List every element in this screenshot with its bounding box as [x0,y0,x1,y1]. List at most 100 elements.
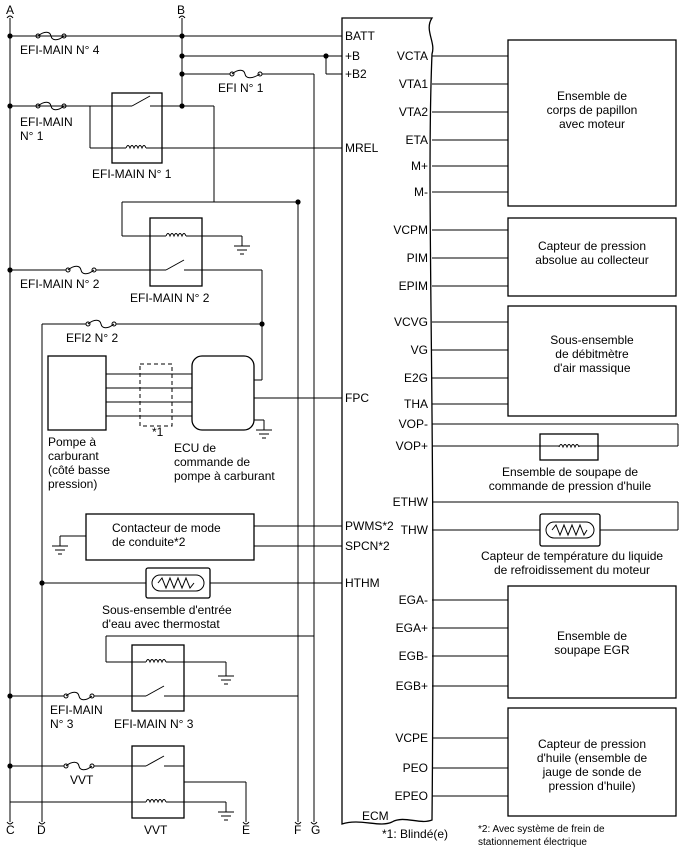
pin-eta: ETA [406,133,428,147]
pin-vop-plus: VOP+ [396,439,428,453]
drive-mode-label-1: Contacteur de mode [112,521,221,535]
fuse-label-efi-main-3-b: N° 3 [50,717,74,731]
throttle-body-label-1: Ensemble de [557,89,627,103]
fuse-label-efi-main-3-a: EFI-MAIN [50,703,103,717]
fuse-icon [63,691,95,701]
pin-fpc: FPC [345,391,369,405]
relay-switch-icon [10,755,184,767]
pin-thw: THW [401,523,429,537]
ground-icon [218,675,234,685]
maf-meter-label-2: de débitmètre [555,347,629,361]
fuse-label-vvt: VVT [70,773,94,787]
relay-label-efi-main-2: EFI-MAIN N° 2 [130,291,210,305]
relay-label-efi-main-1: EFI-MAIN N° 1 [92,167,172,181]
fuse-label-efi-1: EFI N° 1 [218,81,264,95]
thermostat-heater [145,567,211,599]
bus-lines [9,18,315,822]
pin-ethw: ETHW [393,495,429,509]
throttle-body-label-2: corps de papillon [547,103,638,117]
pin-e2g: E2G [404,371,428,385]
pin-vcpm: VCPM [393,223,428,237]
shield-mark: *1 [152,425,164,439]
footnote-epb-2: stationnement électrique [478,837,587,848]
fuse-label-efi-main-1-b: N° 1 [20,129,44,143]
pin-ega-plus: EGA+ [396,621,428,635]
pin-m-plus: M+ [411,159,428,173]
ground-icon [254,419,272,439]
fuel-pump-label-4: pression) [48,477,97,491]
coil-icon [540,444,598,449]
pin-batt: BATT [345,29,375,43]
pin-vta2: VTA2 [399,105,428,119]
maf-meter-label-1: Sous-ensemble [550,333,634,347]
oil-pressure-label-1: Capteur de pression [538,737,646,751]
map-sensor-label-1: Capteur de pression [538,239,646,253]
pin-ega-minus: EGA- [399,593,428,607]
pump-wires [106,373,192,417]
pump-ecu-label-3: pompe à carburant [174,469,275,483]
relay-efi-main-3 [131,644,185,712]
resistor-icon [151,574,205,592]
fuse-label-efi-main-1-a: EFI-MAIN [20,115,73,129]
relay-label-efi-main-3: EFI-MAIN N° 3 [114,717,194,731]
bus-label-b: B [177,3,185,17]
fuse-icon [63,761,95,771]
bus-breaks [6,15,318,825]
pin-hthm: HTHM [345,576,380,590]
relay-coil-icon [106,659,227,676]
fuel-pump-label-2: carburant [48,449,99,463]
pin-egb-plus: EGB+ [396,679,428,693]
fuse-icon [35,101,67,111]
bus-label-a: A [6,3,14,17]
coolant-sensor-label-1: Capteur de température du liquide [481,549,663,563]
pin-epeo: EPEO [395,789,428,803]
fuse-icon [35,31,67,41]
bus-label-e: E [242,823,250,837]
coolant-sensor-label-2: de refroidissement du moteur [494,563,650,577]
relay-coil-icon [10,799,227,812]
maf-meter [507,305,677,417]
drive-mode-switch [85,513,255,561]
pin-peo: PEO [403,761,428,775]
relay-efi-main-2 [149,217,203,287]
pin-plus-b2: +B2 [345,67,367,81]
shield-dashed-box [139,363,173,427]
map-sensor [507,217,677,297]
ground-icon [52,536,68,555]
pin-m-minus: M- [414,185,428,199]
power-wires [10,35,342,203]
map-sensor-label-2: absolue au collecteur [535,253,648,267]
egr-valve [507,585,677,699]
relay-vvt [131,745,185,819]
oil-control-valve-label-1: Ensemble de soupape de [502,465,638,479]
bus-label-c: C [6,823,15,837]
pin-mrel: MREL [345,141,379,155]
fuel-pump-label-1: Pompe à [48,435,96,449]
throttle-body-label-3: avec moteur [559,117,625,131]
relay-switch-icon [10,259,262,271]
fuse-label-efi-main-4: EFI-MAIN N° 4 [20,43,100,57]
oil-pressure-label-4: pression d'huile) [548,779,635,793]
relay-coil-icon [112,145,162,150]
ecm-block [341,17,434,825]
right-pin-wires [432,55,679,797]
bus-label-g: G [311,823,320,837]
relay-efi-main-1 [111,92,163,164]
pin-vcpe: VCPE [395,731,428,745]
resistor-icon [545,521,595,539]
relay-switch-icon [10,685,298,697]
fuse-icon [85,319,117,329]
relay-switch-icon [112,95,162,107]
pin-spcn: SPCN*2 [345,539,390,553]
oil-pressure-label-3: jauge de sonde de [542,765,642,779]
fuel-pump [47,355,107,431]
egr-valve-label-2: soupape EGR [554,643,630,657]
oil-control-valve [539,433,599,461]
relay-label-vvt: VVT [144,823,168,837]
pin-vcvg: VCVG [394,315,428,329]
thermostat-label-1: Sous-ensemble d'entrée [102,603,232,617]
pump-ecu-label-1: ECU de [174,441,216,455]
drive-mode-label-2: de conduite*2 [112,535,186,549]
thermostat-label-2: d'eau avec thermostat [102,617,220,631]
